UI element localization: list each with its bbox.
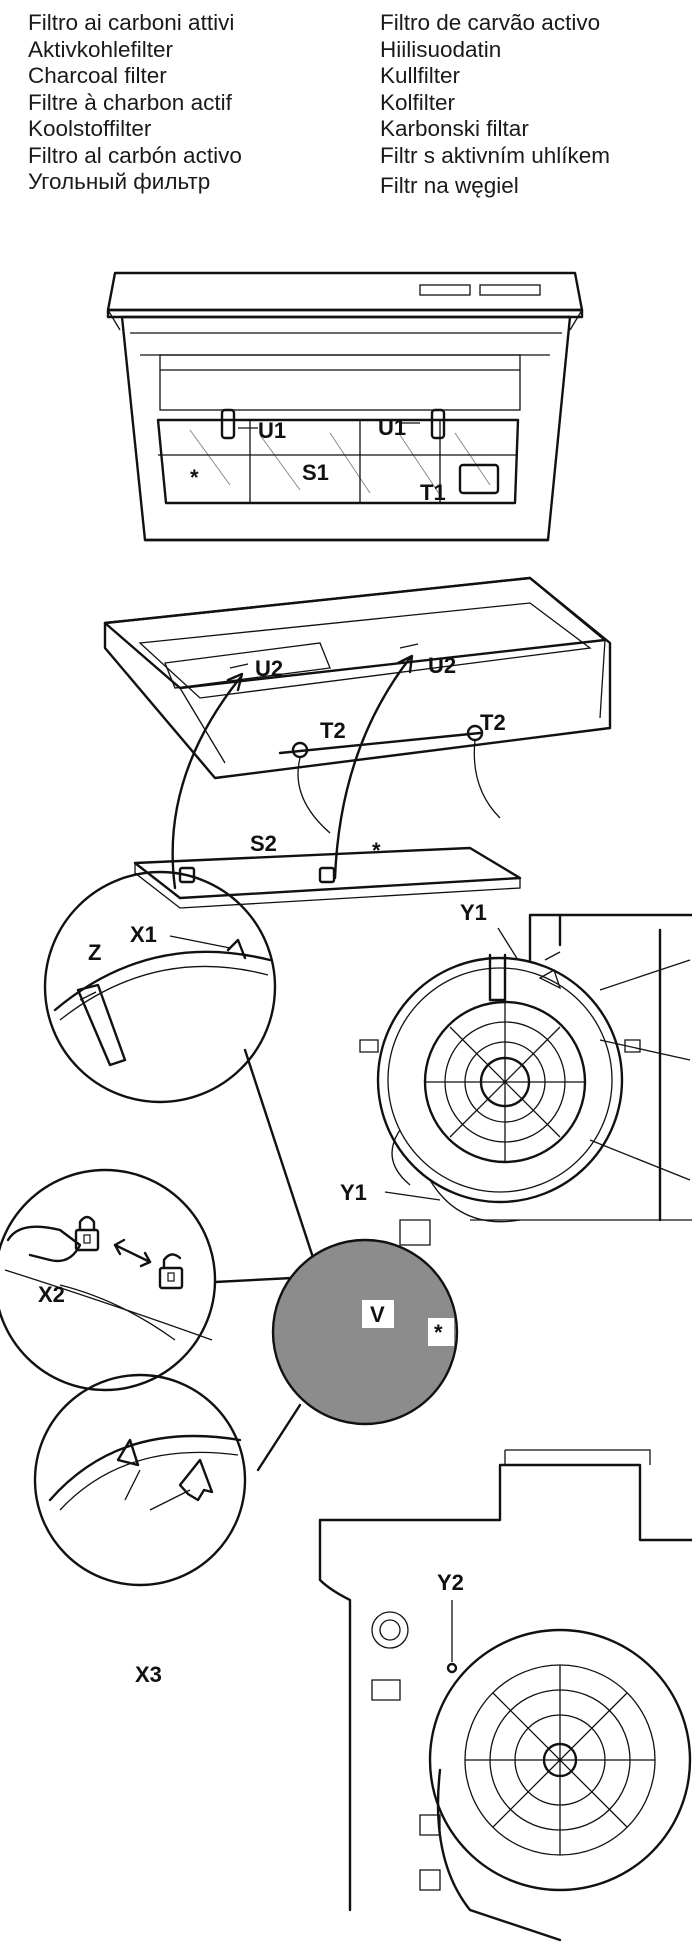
lock-closed-icon [74,1215,100,1252]
arrow-x3 [178,1458,214,1502]
label-u1-left: U1 [258,418,286,443]
lang-cs: Filtr s aktivním uhlíkem [380,142,611,168]
figure-hood-filter-removal: U2 U2 T2 T2 S2 * [103,576,612,909]
language-list-right: Filtro de carvão activo Hiilisuodatin Ku… [380,10,610,200]
lang-nl: Koolstoffilter [28,116,152,141]
lang-ru: Угольный фильтр [28,169,211,194]
lang-no: Kullfilter [380,63,461,88]
lang-pl: Filtr na węgiel [380,173,519,198]
clip-u1-left [220,408,236,440]
lang-fi: Hiilisuodatin [380,36,502,62]
label-t2-right: T2 [480,710,506,735]
lang-de: Aktivkohlefilter [28,36,174,62]
label-y2: Y2 [437,1570,464,1595]
fan-housing [376,956,624,1204]
lang-it: Filtro ai carboni attivi [28,10,235,35]
lang-en: Charcoal filter [28,63,167,88]
language-list-left: Filtro ai carboni attivi Aktivkohlefilte… [28,10,242,196]
asterisk-fig1: * [190,465,199,490]
label-y1-bottom: Y1 [340,1180,367,1205]
label-z: Z [88,940,101,965]
detail-circle-x2 [0,1168,217,1392]
figure-motor-y2: X3 Y2 [135,1449,692,1942]
clip-u1-right [430,408,446,440]
label-y1-top: Y1 [460,900,487,925]
filter-s2 [133,846,522,900]
label-u1-right: U1 [378,415,406,440]
lang-hr: Karbonski filtar [380,116,529,141]
label-u2-right: U2 [428,653,456,678]
figure-hood-filter-installed: U1 U1 S1 T1 * [106,271,584,542]
detail-circle-z [43,870,277,1104]
figure-motor-details: Y1 Y1 V * Z X1 X2 [0,870,692,1587]
leader-x3 [256,1403,302,1472]
clip-z [76,983,127,1067]
leader-x2 [213,1276,294,1284]
arrow-right [333,656,412,880]
lang-es: Filtro al carbón activo [28,142,242,168]
lang-fr: Filtre à charbon actif [28,89,232,115]
label-v: V [370,1302,385,1327]
lang-sv: Kolfilter [380,89,456,115]
asterisk-v: * [434,1320,443,1345]
lock-open-icon [158,1253,184,1290]
label-x1: X1 [130,922,157,947]
double-arrow-icon [113,1243,152,1264]
rear-fan-housing [428,1628,692,1892]
tab-t1 [458,463,500,495]
hinge-t2-left [291,741,309,759]
label-u2-left: U2 [255,656,283,681]
label-t1: T1 [420,480,446,505]
lang-pt: Filtro de carvão activo [380,10,601,35]
label-s2: S2 [250,831,277,856]
label-s1: S1 [302,460,329,485]
detail-circle-x3 [33,1373,247,1587]
motor-circle-v [271,1238,459,1426]
label-x2: X2 [38,1282,65,1307]
arrow-left [171,676,242,890]
filter-s1 [156,418,520,505]
label-x3: X3 [135,1662,162,1687]
label-t2-left: T2 [320,718,346,743]
asterisk-fig2: * [372,838,381,863]
